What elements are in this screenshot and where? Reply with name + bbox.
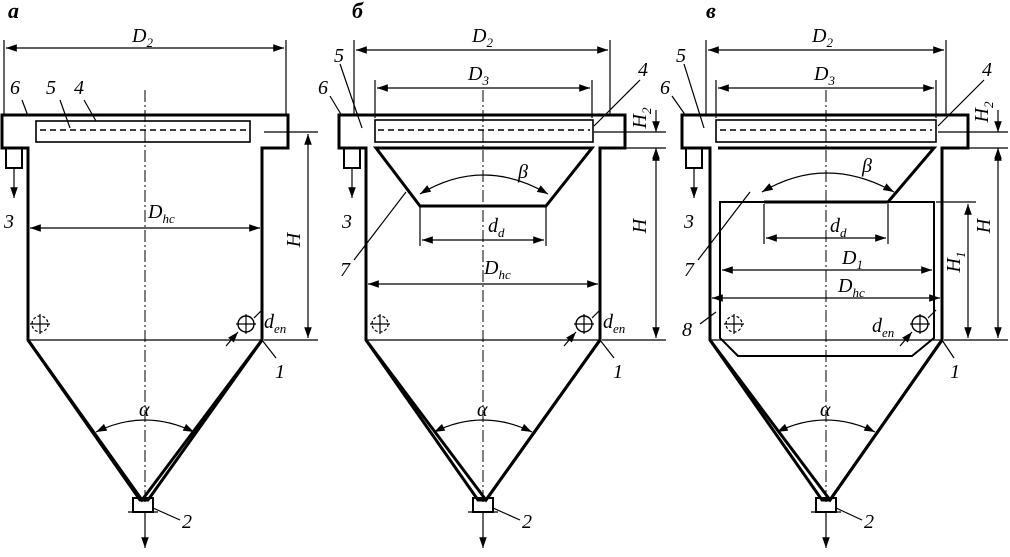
callout-1: 1: [950, 361, 960, 383]
panel-b: б D2 D3 β dd Dhc: [318, 0, 666, 548]
callout-4: 4: [982, 59, 992, 81]
callout-4: 4: [638, 59, 648, 81]
angle-beta-arc: [761, 172, 895, 193]
overflow-plate: [374, 119, 594, 143]
inner-cylinder: [719, 201, 935, 357]
overflow-outlet: [5, 147, 23, 169]
callout-5: 5: [46, 77, 56, 99]
overflow-plate: [35, 120, 251, 143]
top-flange: [337, 113, 627, 503]
callout-1: 1: [613, 361, 623, 383]
callout-8: 8: [682, 319, 692, 341]
callout-6: 6: [660, 77, 670, 99]
panel-a: а D2 Dhc H: [0, 0, 318, 548]
label-dd: dd: [830, 215, 847, 240]
cone-body: [26, 339, 264, 502]
label-beta: β: [517, 161, 528, 183]
label-d3: D3: [813, 63, 835, 88]
label-h2: H2: [629, 107, 654, 129]
label-d2: D2: [811, 25, 833, 50]
callout-3: 3: [341, 211, 352, 233]
label-d2: D2: [471, 25, 493, 50]
callout-6: 6: [318, 77, 328, 99]
callout-2: 2: [182, 511, 192, 533]
inlet-right: [225, 309, 263, 347]
label-d1: D1: [841, 247, 863, 272]
callout-2: 2: [522, 511, 532, 533]
angle-alpha-arc: [776, 419, 876, 433]
callout-7: 7: [340, 259, 351, 281]
label-h: H: [283, 231, 305, 248]
callout-1: 1: [275, 361, 285, 383]
inlet-left: [370, 314, 390, 334]
angle-beta-arc: [419, 174, 549, 195]
label-alpha: α: [820, 399, 831, 421]
callout-4: 4: [74, 77, 84, 99]
label-dhc: Dhc: [837, 275, 865, 300]
callout-5: 5: [676, 45, 686, 67]
inlet-left: [30, 314, 50, 334]
label-h2: H2: [971, 101, 996, 123]
overflow-outlet: [685, 147, 703, 169]
inlet-right: [563, 309, 601, 347]
label-alpha: α: [477, 399, 488, 421]
label-h: H: [973, 217, 995, 234]
panel-b-letter: б: [352, 0, 364, 23]
label-h1: H1: [943, 252, 968, 274]
inlet-right: [899, 309, 937, 347]
label-h: H: [629, 217, 651, 234]
panel-v-letter: в: [706, 0, 716, 23]
panel-v: в D2 D3 β dd D1 Dhc: [660, 0, 1008, 548]
callout-7: 7: [684, 259, 695, 281]
label-den: den: [603, 311, 625, 336]
deflector-cone: [372, 146, 596, 208]
label-beta: β: [861, 155, 872, 177]
label-den: den: [872, 315, 894, 340]
callout-5: 5: [334, 45, 344, 67]
callout-2: 2: [864, 511, 874, 533]
callout-3: 3: [683, 211, 694, 233]
angle-alpha-arc: [433, 419, 533, 433]
label-dhc: Dhc: [147, 201, 175, 226]
inlet-left: [724, 314, 744, 334]
label-d3: D3: [467, 63, 489, 88]
label-d2: D2: [131, 25, 153, 50]
angle-alpha-arc: [95, 419, 195, 433]
callout-6: 6: [10, 77, 20, 99]
overflow-outlet: [343, 147, 361, 169]
panel-a-letter: а: [8, 0, 19, 23]
label-dhc: Dhc: [483, 257, 511, 282]
label-den: den: [264, 311, 286, 336]
label-dd: dd: [488, 215, 505, 240]
cone-body: [364, 339, 602, 502]
label-alpha: α: [139, 399, 150, 421]
callout-3: 3: [3, 211, 14, 233]
